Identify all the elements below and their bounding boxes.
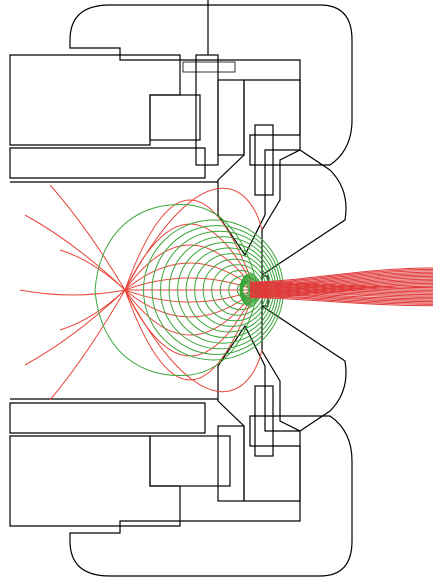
ion-beam-ray — [249, 283, 433, 291]
field-line — [124, 289, 256, 318]
ion-beam-ray — [249, 294, 433, 304]
electric-field-lines — [19, 184, 263, 401]
ion-beam-ray — [249, 293, 433, 303]
field-line — [24, 289, 126, 366]
field-line — [124, 289, 256, 336]
ion-beam-ray — [249, 282, 433, 290]
upper-outer-cap — [69, 4, 353, 166]
ion-beam-ray — [249, 292, 433, 301]
ion-beam-ray — [249, 297, 433, 307]
equipotential-contour — [242, 284, 249, 296]
ion-beam — [249, 267, 433, 307]
ion-beam-ray — [249, 288, 433, 297]
lower-nozzle-wedge — [261, 304, 347, 432]
ion-beam-ray — [249, 281, 433, 289]
lower-insulator — [149, 435, 231, 487]
ion-beam-ray — [249, 295, 433, 305]
field-line — [19, 289, 126, 296]
field-line — [124, 289, 263, 393]
upper-cone-slot — [254, 124, 274, 196]
field-line — [124, 199, 256, 291]
ion-beam-ray — [249, 286, 433, 294]
upper-cone-body — [217, 79, 301, 257]
lower-outer-cap — [69, 415, 353, 577]
field-line — [124, 244, 256, 291]
field-line — [24, 214, 126, 291]
field-line — [59, 289, 126, 331]
upper-insulator-2 — [217, 79, 245, 156]
ion-beam-ray — [249, 289, 433, 298]
feedthrough-slot — [182, 61, 236, 73]
field-line — [124, 187, 263, 291]
lower-left-tube-block — [9, 435, 181, 527]
upper-left-tube-block — [9, 54, 181, 146]
field-line — [59, 249, 126, 291]
ion-beam-ray — [249, 285, 433, 293]
lower-cone-slot — [254, 385, 274, 457]
lower-inner-sleeve — [9, 402, 206, 434]
upper-nozzle-wedge — [261, 149, 347, 277]
ion-beam-ray — [249, 291, 433, 300]
upper-housing — [9, 0, 353, 277]
upper-inner-sleeve — [9, 147, 206, 179]
lower-housing — [9, 304, 353, 577]
lower-insulator-2 — [217, 425, 245, 502]
ion-beam-ray — [249, 287, 433, 296]
ion-beam-ray — [249, 267, 433, 283]
field-line — [124, 262, 256, 291]
upper-insulator — [149, 94, 201, 141]
feedthrough-sleeve — [195, 54, 219, 166]
field-line — [124, 289, 256, 381]
field-line — [49, 184, 126, 291]
field-line — [49, 289, 126, 401]
